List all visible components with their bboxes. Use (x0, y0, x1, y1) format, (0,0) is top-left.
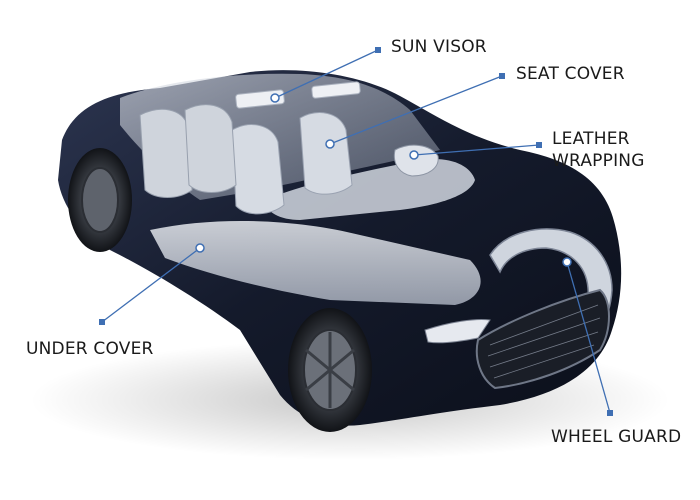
rear-rim (81, 167, 119, 233)
square-leather-wrapping (536, 142, 542, 148)
label-under-cover: UNDER COVER (26, 339, 154, 359)
marker-under-cover (195, 243, 205, 253)
leader-lines (101, 49, 611, 414)
grille-mesh (487, 304, 601, 379)
part-markers (195, 93, 572, 267)
leader-sun-visor (274, 49, 379, 99)
square-under-cover (99, 319, 105, 325)
label-seat-cover: SEAT COVER (516, 64, 625, 84)
front-grille (475, 288, 610, 390)
leader-under-cover (101, 247, 201, 323)
square-wheel-guard (607, 410, 613, 416)
marker-seat-cover (325, 139, 335, 149)
label-leather-wrapping: LEATHER WRAPPING (552, 128, 645, 172)
leader-seat-cover (329, 75, 503, 145)
leather-wrap-part (393, 144, 439, 177)
marker-sun-visor (270, 93, 280, 103)
marker-leather-wrapping (409, 150, 419, 160)
leader-leather-wrapping (413, 144, 540, 156)
front-seats (231, 112, 353, 215)
rear-seats (139, 104, 237, 198)
leader-wheel-guard (566, 261, 611, 414)
label-wheel-guard: WHEEL GUARD (551, 427, 682, 447)
label-markers (99, 47, 613, 416)
label-leather-wrapping-line1: LEATHER (552, 129, 630, 149)
front-rim-spokes (305, 332, 355, 408)
headlight (424, 319, 491, 344)
marker-wheel-guard (562, 257, 572, 267)
square-sun-visor (375, 47, 381, 53)
square-seat-cover (499, 73, 505, 79)
interior-floor (150, 220, 481, 305)
label-sun-visor: SUN VISOR (391, 37, 487, 57)
label-leather-wrapping-line2: WRAPPING (552, 151, 645, 171)
